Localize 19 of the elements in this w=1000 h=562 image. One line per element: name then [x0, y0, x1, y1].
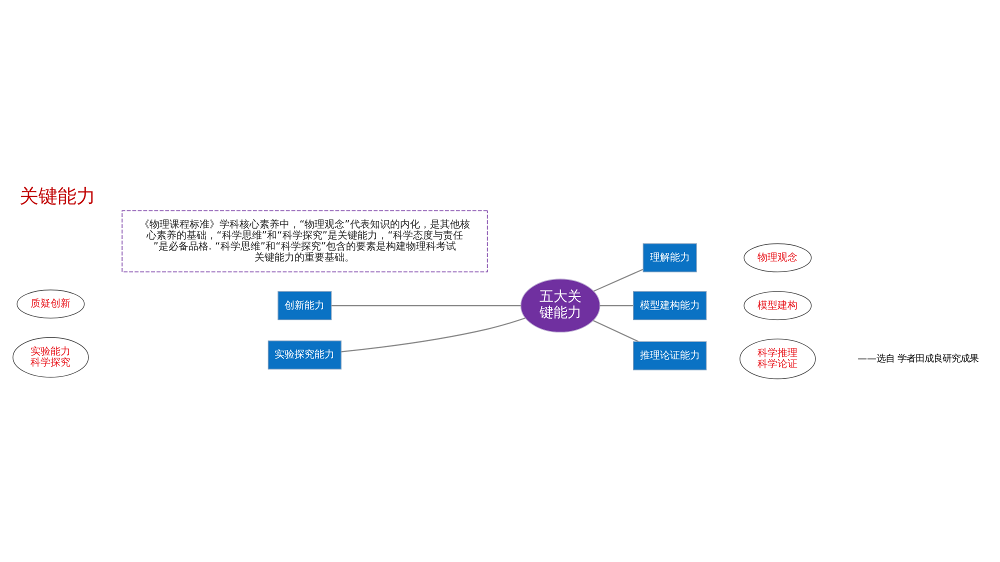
node-ellipse: 质疑创新: [16, 289, 85, 318]
node-box: 《物理课程标准》学科核心素养中，“物理观念”代表知识的内化，是其他核心素养的基础，“科学思维”和“科学探究”是关键能力，“科学态度与责任”是必备品格. “科学思维”和“科学探究”包含的要素是构建物理科考试关键能力的重要基础。: [122, 210, 488, 272]
connector: [331, 304, 521, 306]
node-box: 模型建构能力: [633, 290, 707, 320]
node-box: 理解能力: [642, 242, 697, 272]
node-ellipse: 实验能力科学探究: [12, 336, 89, 378]
node-box: 推理论证能力: [633, 340, 707, 370]
diagram-title: 关键能力: [19, 186, 96, 207]
node-box: 实验探究能力: [268, 340, 342, 369]
connector: [593, 268, 644, 292]
node-ellipse: 五大关键能力: [520, 278, 600, 332]
connector: [592, 320, 639, 342]
node-ellipse: 模型建构: [744, 290, 812, 320]
label: ——选自 学者田成良研究成果: [858, 352, 978, 364]
node-box: 创新能力: [278, 290, 332, 320]
connector: [341, 317, 526, 352]
connector: [600, 304, 634, 306]
node-ellipse: 物理观念: [744, 242, 812, 272]
node-ellipse: 科学推理科学论证: [740, 338, 816, 379]
